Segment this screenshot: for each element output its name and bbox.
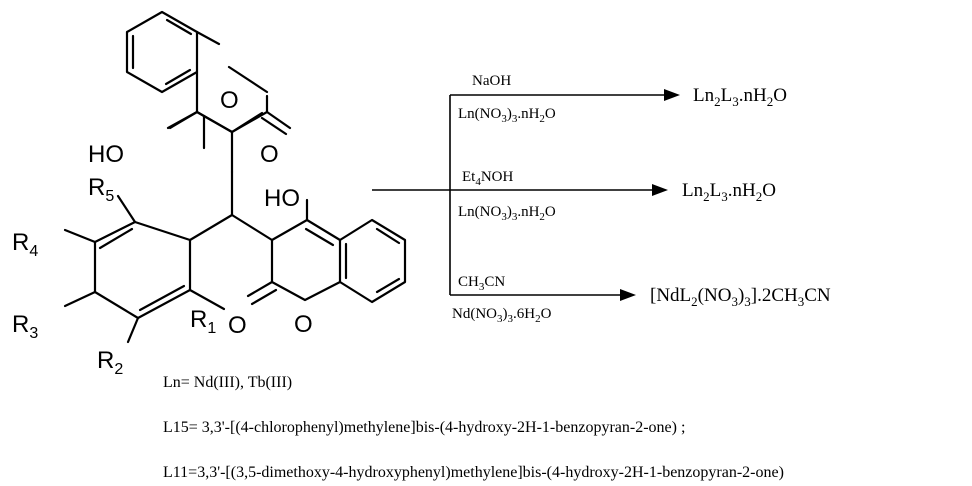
footnotes: Ln= Nd(III), Tb(III) L15= 3,3'-[(4-chlor… (163, 374, 784, 481)
substituent-r5: R5 (88, 174, 114, 205)
atom-ho-lower: HO (264, 185, 300, 212)
molecule-structure: O O HO HO O O R5 R4 R3 R2 R1 (12, 10, 407, 378)
product-1: Ln2L3.nH2O (693, 85, 787, 109)
note-ln: Ln= Nd(III), Tb(III) (163, 374, 292, 391)
reagent-below-1: Ln(NO3)3.nH2O (458, 106, 556, 125)
reagent-above-2: Et4NOH (462, 169, 514, 188)
reagent-below-3: Nd(NO3)3.6H2O (452, 306, 552, 325)
reaction-1: NaOH Ln(NO3)3.nH2O Ln2L3.nH2O (458, 73, 787, 125)
reagent-below-2: Ln(NO3)3.nH2O (458, 204, 556, 223)
substituent-r2: R2 (97, 347, 123, 378)
product-2: Ln2L3.nH2O (682, 180, 776, 204)
atom-o-carbonyl-upper: O (260, 141, 279, 168)
substituent-r3: R3 (12, 311, 38, 342)
reaction-2: Et4NOH Ln(NO3)3.nH2O Ln2L3.nH2O (458, 169, 776, 223)
atom-o-ring-lower: O (294, 311, 313, 338)
note-l11: L11=3,3'-[(3,5-dimethoxy-4-hydroxyphenyl… (163, 464, 784, 481)
atom-o-ring-upper: O (220, 87, 239, 114)
reaction-arrows (372, 89, 680, 301)
reagent-above-3: CH3CN (458, 274, 505, 293)
note-l15: L15= 3,3'-[(4-chlorophenyl)methylene]bis… (163, 419, 685, 436)
atom-ho-upper: HO (88, 141, 124, 168)
reagent-above-1: NaOH (472, 73, 511, 89)
bond-lines (63, 10, 407, 344)
product-3: [NdL2(NO3)3].2CH3CN (650, 285, 831, 309)
substituent-r1: R1 (190, 306, 216, 337)
reaction-3: CH3CN Nd(NO3)3.6H2O [NdL2(NO3)3].2CH3CN (452, 274, 831, 325)
atom-o-carbonyl-lower: O (228, 312, 247, 339)
substituent-r4: R4 (12, 229, 38, 260)
